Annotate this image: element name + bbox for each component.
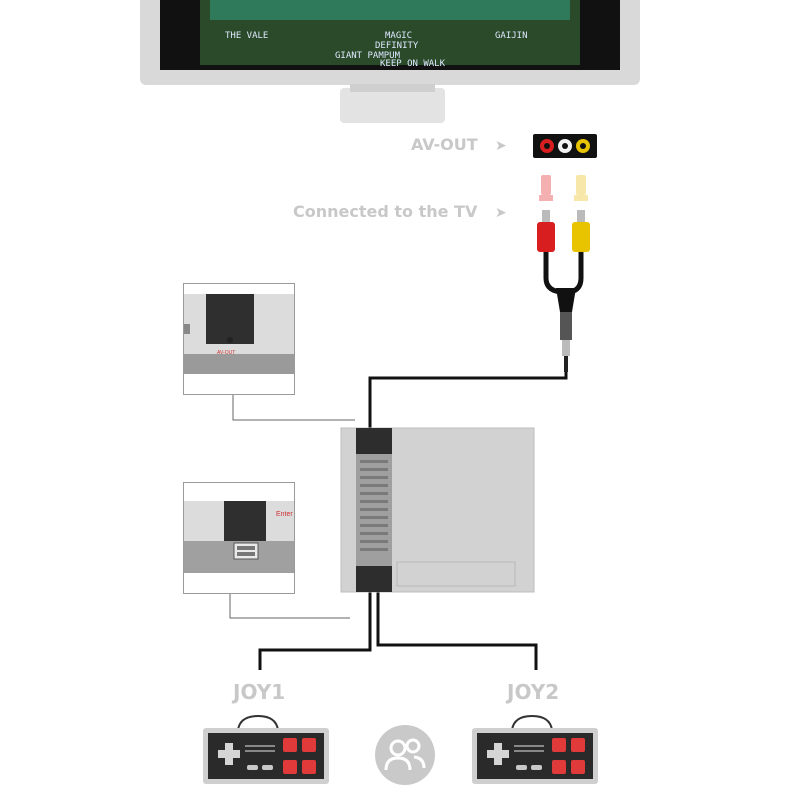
game-console [340,427,535,593]
av-out-arrow-icon: ➤ [495,137,507,153]
controller-joy2 [472,714,598,784]
av-jack-panel [533,134,597,158]
usb-port-inset: Enter [183,482,295,594]
tv-screen-text: THE VALE MAGIC GAIJIN DEFINITY GIANT PAM… [225,31,528,69]
joy2-label: JOY2 [507,680,560,704]
tv-monitor [140,0,640,123]
controller-joy1 [203,714,329,784]
av-port-inset: AV-OUT [183,283,295,395]
tv-text-5: GIANT PAMPUM [335,51,401,61]
av-port-closeup [184,294,294,374]
usb-port-label: Enter [276,511,293,518]
tv-text-4: DEFINITY [375,41,419,51]
connected-tv-label: Connected to the TV [293,202,478,221]
joy1-label: JOY1 [233,680,286,704]
rca-cable [537,175,590,372]
tv-text-6: KEEP ON WALK [380,59,446,69]
usb-port-closeup [184,501,294,573]
tv-text-1: THE VALE [225,31,268,41]
av-out-label: AV-OUT [411,135,478,154]
connected-tv-arrow-icon: ➤ [495,204,507,220]
two-players-icon [375,725,435,785]
tv-text-3: GAIJIN [495,31,528,41]
av-port-label: AV-OUT [217,350,236,356]
leader-lines [229,395,355,619]
wires [258,372,568,670]
tv-text-2: MAGIC [385,31,412,41]
